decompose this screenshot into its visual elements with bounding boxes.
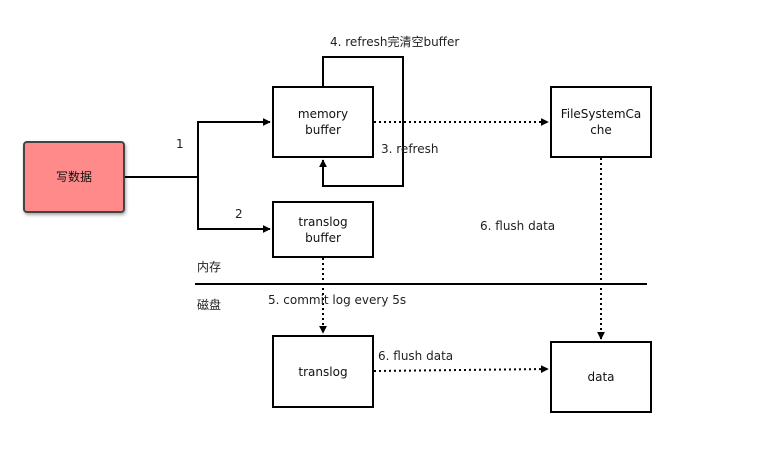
translog-node: translog [272,335,374,408]
edge-label-flush-cache: 6. flush data [480,219,556,233]
edge-step1-to-memory-buffer [197,118,271,177]
edge-label-step1: 1 [176,137,184,151]
translog-label: translog [298,364,348,379]
zone-label-memory: 内存 [197,260,222,274]
write-data-label: 写数据 [55,170,92,184]
write-data-node: 写数据 [23,141,125,213]
edge-step2-to-translog-buffer [197,177,271,233]
zone-label-disk: 磁盘 [197,298,222,312]
edge-label-flush-translog: 6. flush data [378,349,454,363]
edge-label-step2: 2 [235,207,243,221]
translog-buffer-node: translog buffer [272,201,374,258]
data-node: data [550,341,652,413]
memory-buffer-label: memory buffer [297,107,349,137]
filesystem-cache-label: FileSystemCache [560,107,642,137]
translog-buffer-label: translog buffer [298,214,348,245]
edge-translog-to-data [373,365,549,374]
filesystem-cache-node: FileSystemCache [550,86,652,158]
edge-refresh-loop [319,56,404,187]
edge-label-refresh-clear: 4. refresh完清空buffer [330,35,460,49]
edge-label-commit-log: 5. commit log every 5s [268,293,407,307]
memory-buffer-node: memory buffer [272,86,374,158]
edge-label-refresh: 3. refresh [381,142,439,156]
data-label: data [587,370,615,384]
